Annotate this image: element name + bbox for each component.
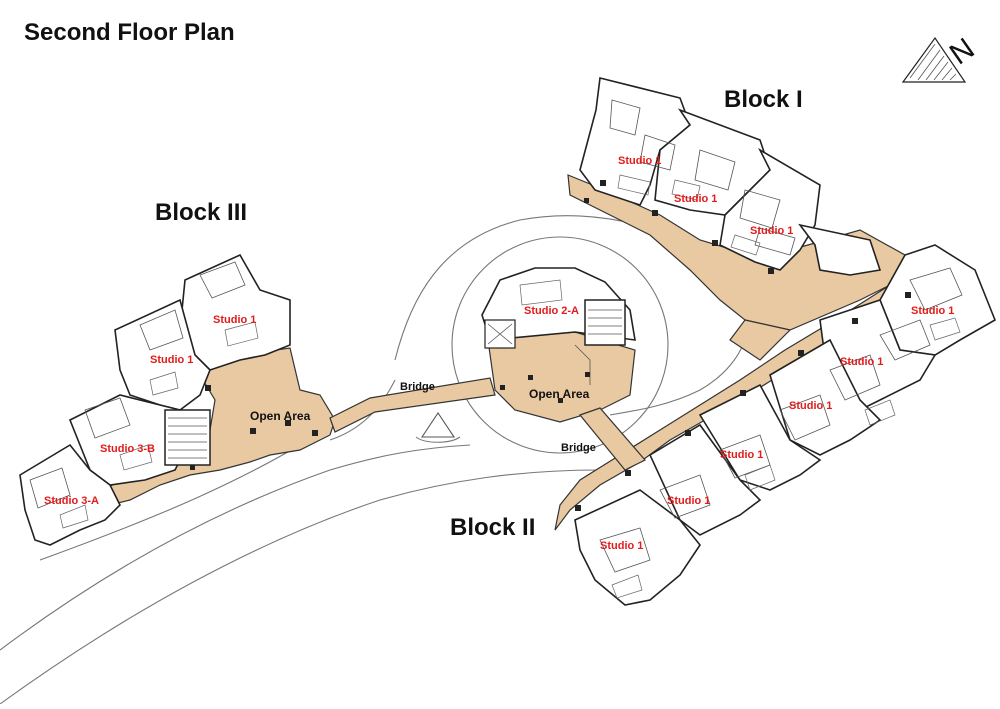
pavilion-outer-ring	[451, 236, 669, 454]
block-1-label: Block I	[724, 86, 803, 113]
block-2-units	[574, 244, 997, 606]
triangle-marker	[420, 412, 456, 438]
studio-label: Studio 2-A	[524, 305, 579, 317]
studio-label: Studio 1	[674, 193, 717, 205]
studio-label: Studio 3-A	[44, 495, 99, 507]
studio-label: Studio 1	[667, 495, 710, 507]
studio-label: Studio 1	[618, 155, 661, 167]
pavilion-stair	[584, 299, 626, 346]
studio-label: Studio 1	[840, 356, 883, 368]
north-arrow-icon: N	[901, 32, 980, 83]
central-pavilion	[481, 267, 636, 403]
studio-label: Studio 1	[789, 400, 832, 412]
site-paths	[0, 215, 750, 705]
studio-label: Studio 3-B	[100, 443, 155, 455]
studio-label: Studio 1	[720, 449, 763, 461]
block-3-label: Block III	[155, 199, 247, 226]
studio-label: Studio 1	[213, 314, 256, 326]
open-area-label: Open Area	[529, 387, 590, 401]
studio-label: Studio 1	[600, 540, 643, 552]
bridge-label: Bridge	[561, 442, 596, 454]
block-1-units	[579, 77, 882, 276]
page-title: Second Floor Plan	[24, 19, 235, 46]
studio-label: Studio 1	[911, 305, 954, 317]
open-area-label: Open Area	[250, 409, 311, 423]
block-3-units	[19, 253, 318, 546]
block-2-label: Block II	[450, 514, 535, 541]
bridge-label: Bridge	[400, 381, 435, 393]
stair-block-3	[164, 409, 211, 466]
studio-label: Studio 1	[150, 354, 193, 366]
studio-label: Studio 1	[750, 225, 793, 237]
